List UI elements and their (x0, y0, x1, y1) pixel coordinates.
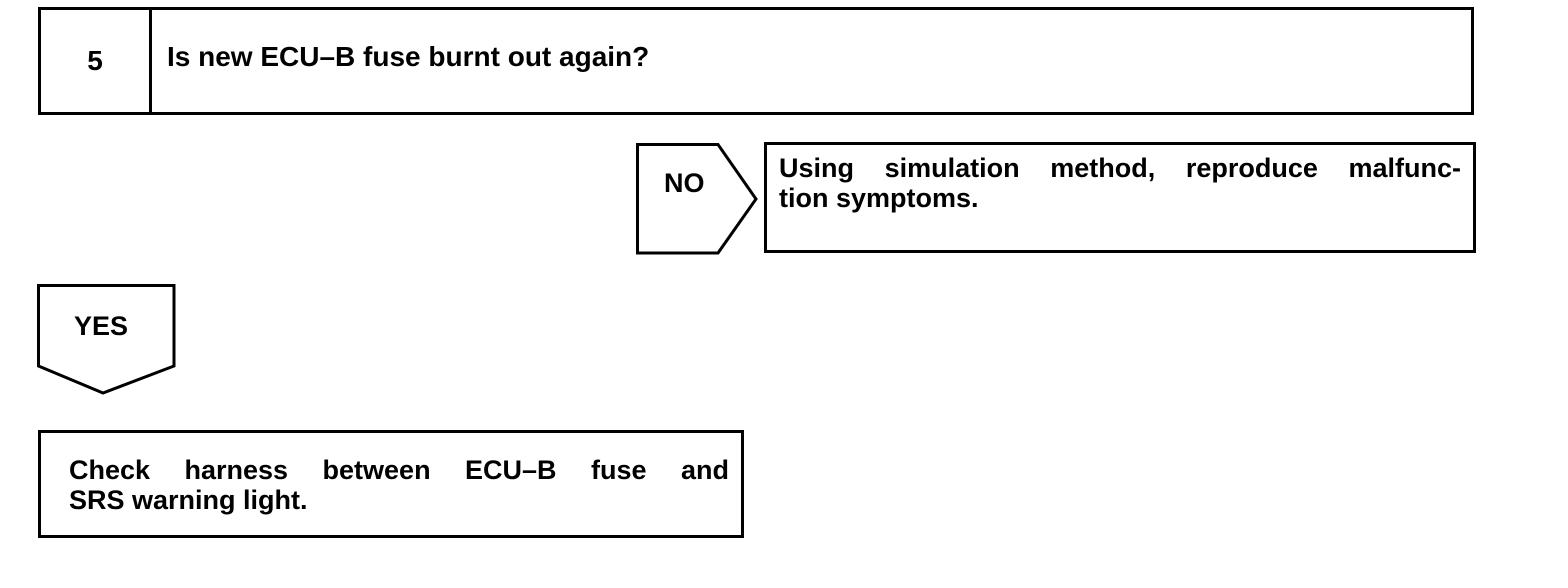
no-action-text-line-2: tion symptoms. (779, 183, 979, 213)
no-branch-label: NO (664, 168, 705, 198)
yes-action-box: Check harness between ECU–B fuse and SRS… (38, 430, 744, 538)
step-question: Is new ECU–B fuse burnt out again? (167, 41, 650, 72)
step-box: 5 Is new ECU–B fuse burnt out again? (38, 7, 1474, 115)
yes-branch-label: YES (74, 311, 129, 341)
step-number: 5 (41, 10, 152, 112)
yes-arrow-shape (37, 284, 176, 395)
no-action-box: Using simulation method, reproduce malfu… (764, 142, 1476, 253)
no-arrow-shape (636, 143, 758, 255)
yes-action-text-line-1: Check harness between ECU–B fuse and (69, 455, 729, 485)
yes-action-text-line-2: SRS warning light. (69, 485, 308, 515)
no-action-text-line-1: Using simulation method, reproduce malfu… (779, 153, 1461, 183)
